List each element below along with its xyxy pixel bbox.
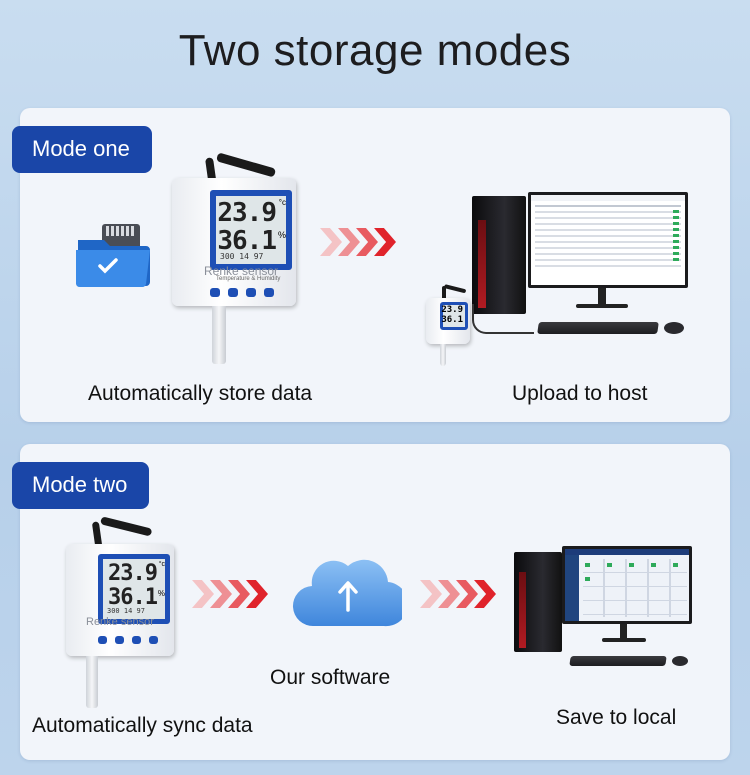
lcd-humidity: 36.1 — [217, 226, 277, 256]
arrow-up-icon — [338, 581, 358, 612]
sensor-probe — [212, 306, 226, 364]
lcd-hum-unit: % — [157, 589, 165, 598]
lcd-temp-unit: °c — [278, 198, 286, 207]
mode-two-panel: Mode two 23.9 °c 36.1 % 300 14 97 Renke … — [12, 444, 730, 760]
lcd-hum-unit: % — [277, 230, 286, 240]
caption-sync: Automatically sync data — [32, 714, 253, 737]
lcd-low-readout: 300 14 97 — [220, 252, 264, 261]
flow-arrows — [192, 580, 268, 608]
computer-tower — [514, 552, 562, 652]
keyboard — [569, 656, 667, 666]
device-buttons — [210, 288, 282, 297]
lcd-low-readout: 300 14 97 — [107, 607, 145, 615]
caption-store: Automatically store data — [88, 382, 313, 405]
flow-arrows — [320, 228, 396, 256]
monitor — [562, 546, 692, 624]
computer-tower — [472, 196, 526, 314]
usb-cable — [472, 304, 534, 334]
monitor — [528, 192, 688, 288]
check-icon — [98, 258, 118, 274]
mouse — [664, 322, 684, 334]
page-title: Two storage modes — [178, 26, 572, 75]
lcd-humidity: 36.1 — [108, 585, 158, 610]
mode-one-badge: Mode one — [12, 126, 152, 173]
keyboard — [537, 322, 659, 334]
lcd-temperature: 23.9 — [217, 198, 277, 228]
lcd-screen: 23.9 °c 36.1 % 300 14 97 — [210, 190, 292, 270]
mode-one-panel: Mode one 23.9 °c 36.1 % 300 14 97 T — [12, 108, 730, 422]
device-brand: Renke sensor — [204, 264, 279, 278]
flow-arrows — [420, 580, 496, 608]
caption-upload: Upload to host — [512, 382, 648, 405]
local-software-screen — [565, 549, 689, 621]
mode-two-badge: Mode two — [12, 462, 150, 509]
caption-software: Our software — [270, 666, 391, 689]
antenna — [216, 152, 277, 178]
cloud-upload-icon — [290, 548, 409, 634]
sensor-device: 23.9 °c 36.1 % 300 14 97 Temperature & H… — [172, 148, 302, 368]
sensor-device-small: 23.9 36.1 — [426, 284, 476, 366]
lcd-temp-unit: °c — [158, 561, 165, 568]
mouse — [672, 656, 688, 666]
sensor-device: 23.9 °c 36.1 % 300 14 97 Renke sensor — [66, 514, 196, 714]
sd-card-folder-icon — [72, 220, 156, 290]
device-label: Temperature & Humidity — [216, 276, 281, 282]
lcd-temperature: 23.9 — [108, 561, 158, 586]
device-brand: Renke sensor — [86, 616, 154, 628]
host-software-screen — [531, 195, 685, 285]
caption-save: Save to local — [556, 706, 677, 729]
